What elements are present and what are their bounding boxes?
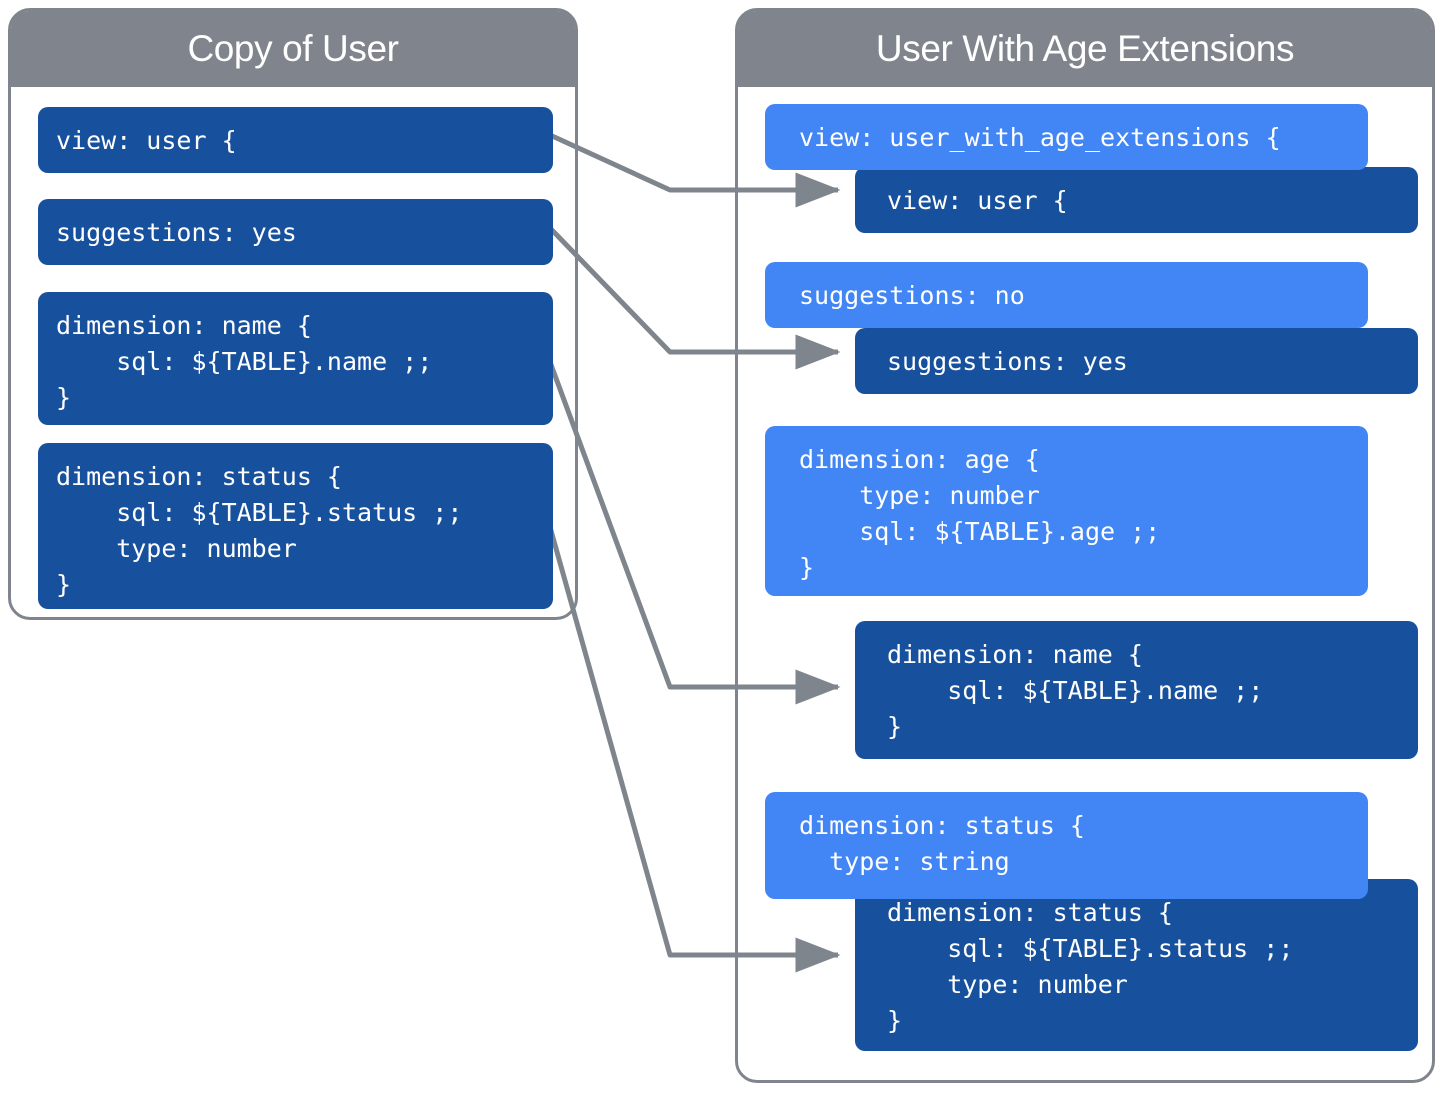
- code-block-left-suggestions[interactable]: suggestions: yes: [38, 199, 553, 265]
- code-block-left-dimension-status[interactable]: dimension: status { sql: ${TABLE}.status…: [38, 443, 553, 609]
- panel-left-header: Copy of User: [11, 11, 575, 87]
- code-block-right-dimension-status-inherited[interactable]: dimension: status { sql: ${TABLE}.status…: [855, 879, 1418, 1051]
- code-block-right-view-inherited[interactable]: view: user {: [855, 167, 1418, 233]
- code-block-right-dimension-age[interactable]: dimension: age { type: number sql: ${TAB…: [765, 426, 1368, 596]
- code-block-right-view-extension[interactable]: view: user_with_age_extensions {: [765, 104, 1368, 170]
- code-block-left-view[interactable]: view: user {: [38, 107, 553, 173]
- code-block-right-suggestions-override[interactable]: suggestions: no: [765, 262, 1368, 328]
- code-block-right-dimension-status-override[interactable]: dimension: status { type: string: [765, 792, 1368, 899]
- panel-left-title: Copy of User: [187, 28, 399, 69]
- panel-right-title: User With Age Extensions: [875, 28, 1295, 69]
- panel-copy-of-user: Copy of User view: user { suggestions: y…: [8, 8, 578, 620]
- panel-user-with-age-extensions: User With Age Extensions view: user_with…: [735, 8, 1435, 1083]
- code-block-right-suggestions-inherited[interactable]: suggestions: yes: [855, 328, 1418, 394]
- code-block-right-dimension-name[interactable]: dimension: name { sql: ${TABLE}.name ;; …: [855, 621, 1418, 759]
- panel-right-header: User With Age Extensions: [738, 11, 1432, 87]
- code-block-left-dimension-name[interactable]: dimension: name { sql: ${TABLE}.name ;; …: [38, 292, 553, 425]
